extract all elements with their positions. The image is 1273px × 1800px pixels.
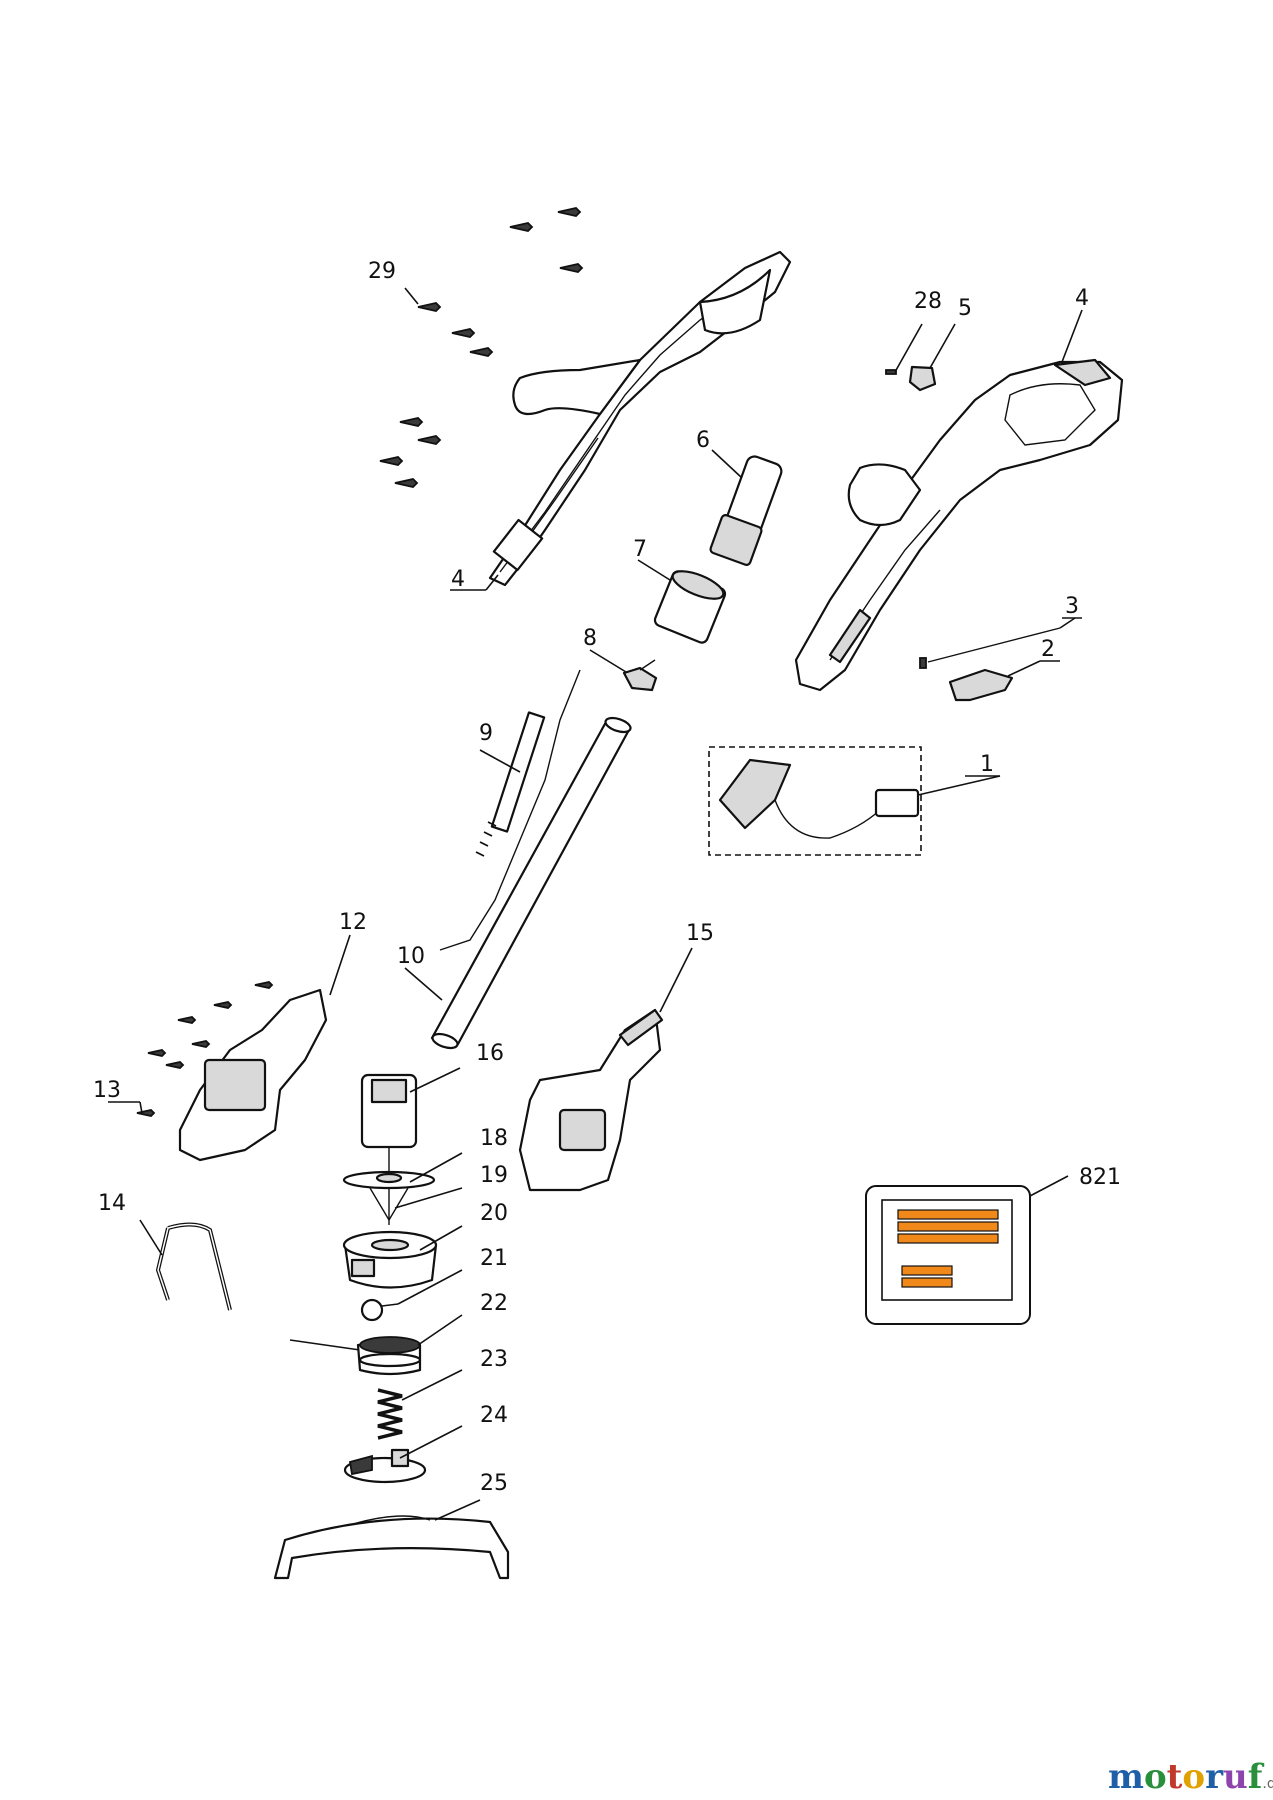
logo-letter-5: u xyxy=(1223,1757,1248,1797)
part-14-guard-wire xyxy=(155,1222,232,1311)
part-16-motor xyxy=(360,1073,418,1172)
part-19-washer xyxy=(369,1187,409,1225)
logo-letter-6: f xyxy=(1247,1757,1263,1797)
screws-13 xyxy=(136,981,274,1117)
callout-28: 28 xyxy=(914,289,942,314)
callout-25: 25 xyxy=(480,1471,508,1496)
callout-1: 1 xyxy=(980,752,994,777)
part-24-cap xyxy=(343,1448,427,1484)
housing-half-right xyxy=(794,358,1124,692)
part-25-guard xyxy=(273,1515,510,1580)
part-2-trigger xyxy=(948,668,1014,702)
callout-23: 23 xyxy=(480,1347,508,1372)
callout-20: 20 xyxy=(480,1201,508,1226)
part-1-wiring-box xyxy=(708,746,922,856)
part-3-spring-pin xyxy=(919,627,1061,669)
callout-9: 9 xyxy=(479,721,493,746)
callout-29: 29 xyxy=(368,259,396,284)
motoruf-logo: motoruf.de xyxy=(1108,1757,1273,1797)
callout-15: 15 xyxy=(686,921,714,946)
callout-6: 6 xyxy=(696,428,710,453)
part-7-cap xyxy=(653,570,727,644)
callout-14: 14 xyxy=(98,1191,126,1216)
part-10-tube xyxy=(430,716,632,1050)
callout-4-right: 4 xyxy=(1075,286,1089,311)
part-20-spool-housing xyxy=(342,1230,438,1289)
switch-part-5 xyxy=(885,365,937,392)
callout-leaders xyxy=(108,287,1083,1521)
callout-7: 7 xyxy=(633,537,647,562)
callout-labels: 1 2 3 4 4 5 6 7 8 9 10 12 13 14 15 16 18… xyxy=(93,259,1121,1496)
callout-2: 2 xyxy=(1041,637,1055,662)
logo-letter-0: m xyxy=(1108,1757,1144,1797)
part-8-clip xyxy=(622,659,658,692)
logo-letter-2: t xyxy=(1166,1757,1183,1797)
callout-16: 16 xyxy=(476,1041,504,1066)
part-22-spool xyxy=(289,1336,422,1376)
callout-821: 821 xyxy=(1079,1165,1121,1190)
callout-13: 13 xyxy=(93,1078,121,1103)
callout-8: 8 xyxy=(583,626,597,651)
callout-22: 22 xyxy=(480,1291,508,1316)
logo-tld: .de xyxy=(1262,1776,1273,1792)
callout-18: 18 xyxy=(480,1126,508,1151)
part-12-motor-housing xyxy=(178,988,328,1162)
callout-10: 10 xyxy=(397,944,425,969)
part-23-spring xyxy=(377,1388,403,1440)
part-6-connector xyxy=(709,455,783,566)
part-821-label xyxy=(865,1185,1031,1325)
callout-12: 12 xyxy=(339,910,367,935)
part-18-flange xyxy=(342,1170,436,1190)
screws-29 xyxy=(379,207,584,488)
logo-letter-4: r xyxy=(1205,1757,1223,1797)
logo-letter-1: o xyxy=(1143,1757,1167,1797)
part-15-head-housing xyxy=(518,1008,664,1192)
callout-24: 24 xyxy=(480,1403,508,1428)
callout-4-left: 4 xyxy=(451,567,465,592)
callout-21: 21 xyxy=(480,1246,508,1271)
callout-19: 19 xyxy=(480,1163,508,1188)
logo-letter-3: o xyxy=(1182,1757,1206,1797)
callout-5: 5 xyxy=(958,296,972,321)
part-9-cable xyxy=(439,669,581,951)
callout-3: 3 xyxy=(1065,594,1079,619)
part-21-eyelet xyxy=(360,1298,399,1322)
housing-half-left xyxy=(488,250,792,587)
